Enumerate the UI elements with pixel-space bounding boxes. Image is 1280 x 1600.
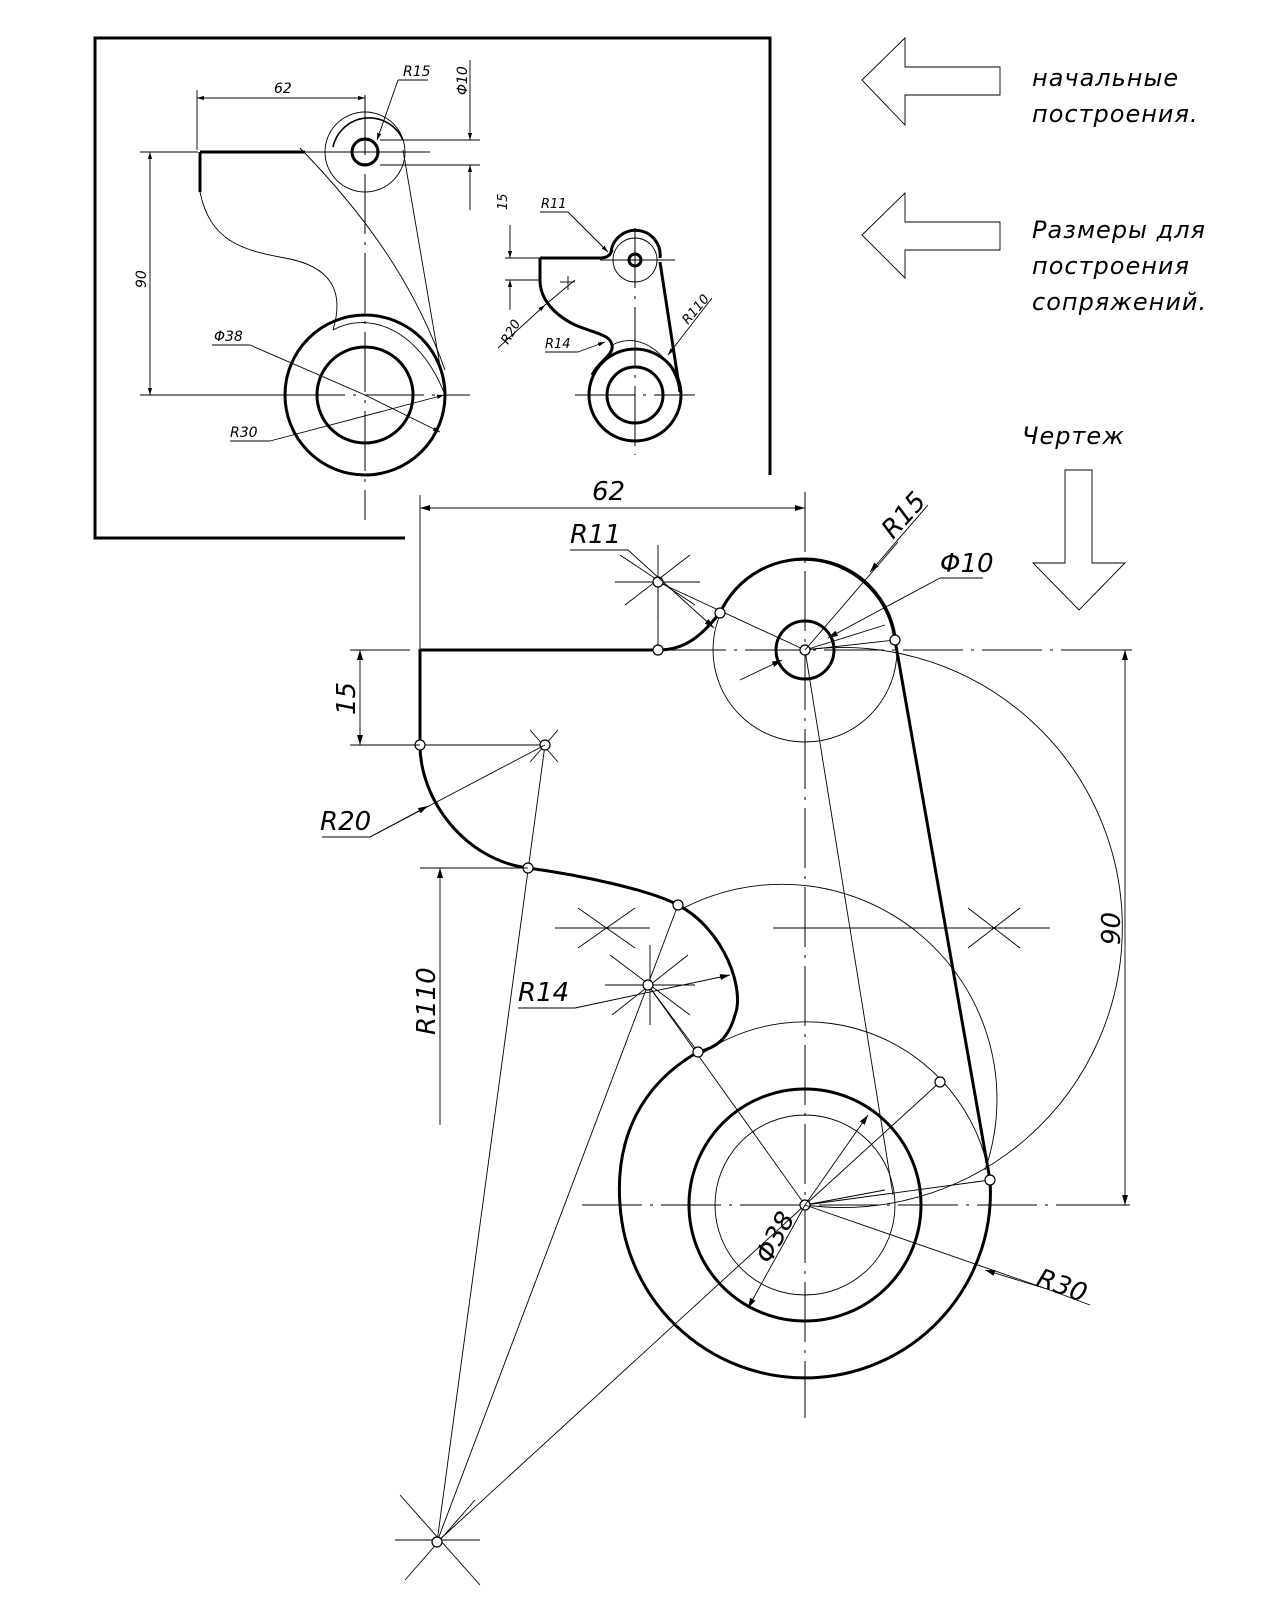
inset1-dim-d38: Φ38 (214, 329, 243, 345)
inset2-construction (497, 211, 713, 455)
main-dim-r14: R14 (518, 978, 569, 1008)
inset2-dim-r11: R11 (541, 197, 567, 212)
inset2-dim-15: 15 (496, 193, 511, 210)
inset2-dim-r20: R20 (498, 317, 524, 347)
main-construction (322, 492, 1132, 1586)
note-drawing: Чертеж (1022, 422, 1125, 450)
inset1-dim-90: 90 (134, 270, 150, 288)
inset2-dim-r110: R110 (680, 292, 713, 328)
note-initial-line2: построения. (1032, 100, 1199, 128)
inset1-dim-d10: Φ10 (455, 66, 471, 95)
inset1-dim-62: 62 (274, 81, 292, 97)
inset1-dim-r15: R15 (403, 64, 431, 80)
arrow-down-icon-drawing (1031, 469, 1127, 611)
main-dim-d38: Φ38 (750, 1207, 802, 1268)
inset2-dim-r14: R14 (545, 337, 571, 352)
main-dim-d10: Φ10 (940, 549, 994, 579)
note-sizes-line2: построения (1032, 252, 1190, 280)
inset1-dim-r30: R30 (230, 425, 258, 441)
main-dim-90: 90 (1097, 912, 1127, 945)
main-dim-r20: R20 (320, 807, 371, 837)
inset1-construction (140, 60, 480, 520)
note-sizes-line1: Размеры для (1032, 216, 1206, 244)
inset-frame (93, 36, 772, 540)
arrow-left-icon-sizes (861, 191, 1001, 280)
main-dim-62: 62 (592, 477, 625, 507)
main-dim-15: 15 (332, 682, 362, 715)
arrow-left-icon-initial (861, 36, 1001, 127)
main-dim-r30: R30 (1033, 1263, 1091, 1309)
note-initial-line1: начальные (1032, 64, 1179, 92)
main-dim-r110: R110 (412, 967, 442, 1035)
note-sizes-line3: сопряжений. (1032, 288, 1207, 316)
main-dim-r15: R15 (876, 487, 933, 545)
main-dim-r11: R11 (570, 520, 621, 550)
